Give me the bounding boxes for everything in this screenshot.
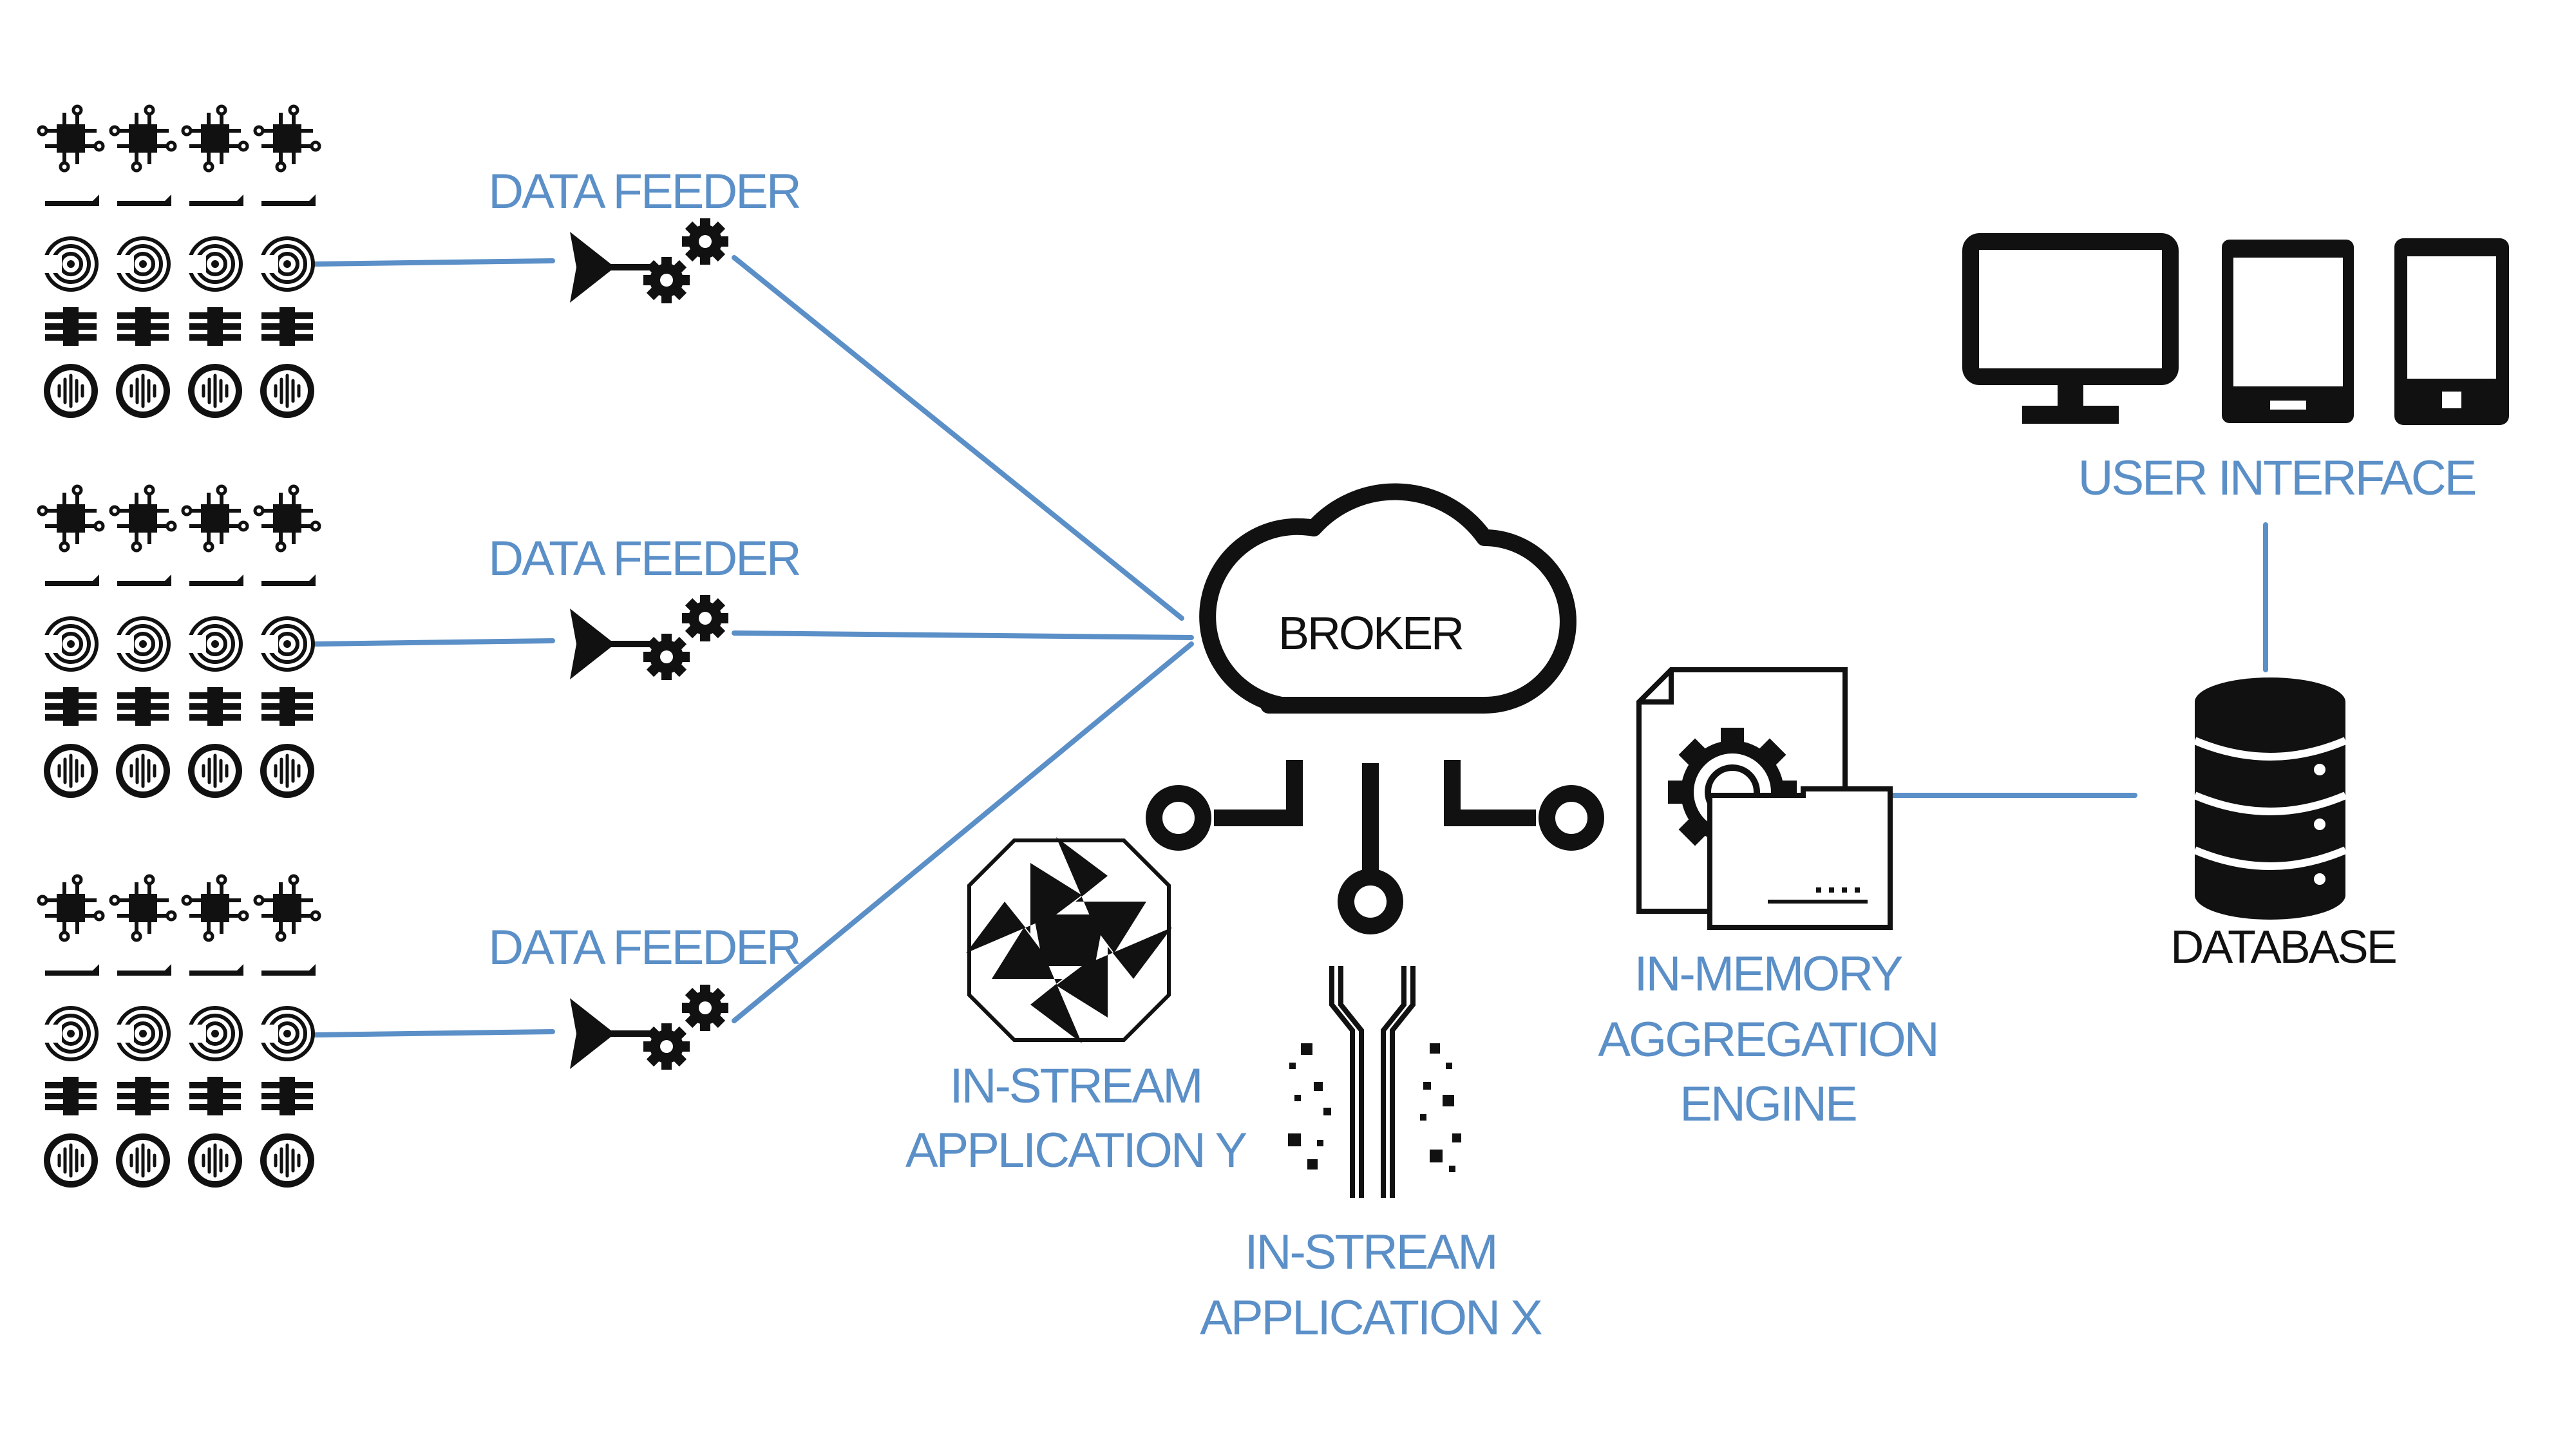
connector-feeder3-sensors [313,1029,555,1037]
data-feeder-2: DATA FEEDER [488,531,802,680]
app-x-label-line2: APPLICATION X [1200,1291,1542,1345]
in-stream-application-y: IN-STREAM APPLICATION Y [905,837,1249,1178]
user-interface-label: USER INTERFACE [2078,451,2476,506]
database-label: DATABASE [2170,922,2395,973]
data-particles-icon [1288,1043,1461,1172]
data-feeder-3: DATA FEEDER [488,920,802,1070]
broker-label: BROKER [1278,608,1463,659]
connector-feeder1-broker [732,255,1184,621]
phone-icon [2394,238,2509,425]
data-feeder-1: DATA FEEDER [488,164,802,303]
connector-feeder2-broker [732,630,1194,640]
database-icon [2193,677,2347,920]
funnel-gears-icon [570,985,728,1070]
connector-feeder1-sensors [313,258,555,267]
in-memory-aggregation-engine: IN-MEMORY AGGREGATION ENGINE [1598,667,1940,1132]
data-stream-icon [1329,966,1416,1198]
octagon-arrows-icon [966,837,1172,1043]
connector-feeder3-broker [732,641,1194,1023]
user-interface: USER INTERFACE [1962,233,2509,506]
data-feeder-label: DATA FEEDER [488,164,800,219]
circuit-connectors-icon [1146,760,1604,934]
app-y-label-line2: APPLICATION Y [905,1123,1247,1178]
funnel-gears-icon [570,218,728,303]
broker: BROKER [1146,483,1604,934]
monitor-icon [1962,233,2179,424]
app-x-label-line1: IN-STREAM [1245,1225,1497,1280]
data-feeder-label: DATA FEEDER [488,531,800,586]
data-feeder-label: DATA FEEDER [488,920,800,975]
in-stream-application-x: IN-STREAM APPLICATION X [1200,966,1544,1345]
sensor-group-3 [39,876,319,1188]
sensor-group-2 [39,486,319,798]
database: DATABASE [2170,677,2398,973]
funnel-gears-icon [570,595,728,680]
engine-label-line2: AGGREGATION [1598,1012,1937,1067]
engine-label-line3: ENGINE [1680,1077,1856,1132]
engine-label-line1: IN-MEMORY [1634,947,1903,1001]
sensor-group-1 [39,106,319,418]
cloud-icon [1199,483,1577,714]
connector-feeder2-sensors [313,638,555,647]
app-y-label-line1: IN-STREAM [950,1059,1202,1113]
document-gear-icon [1636,667,1893,930]
connectors [313,255,2268,1037]
tablet-icon [2222,240,2354,423]
